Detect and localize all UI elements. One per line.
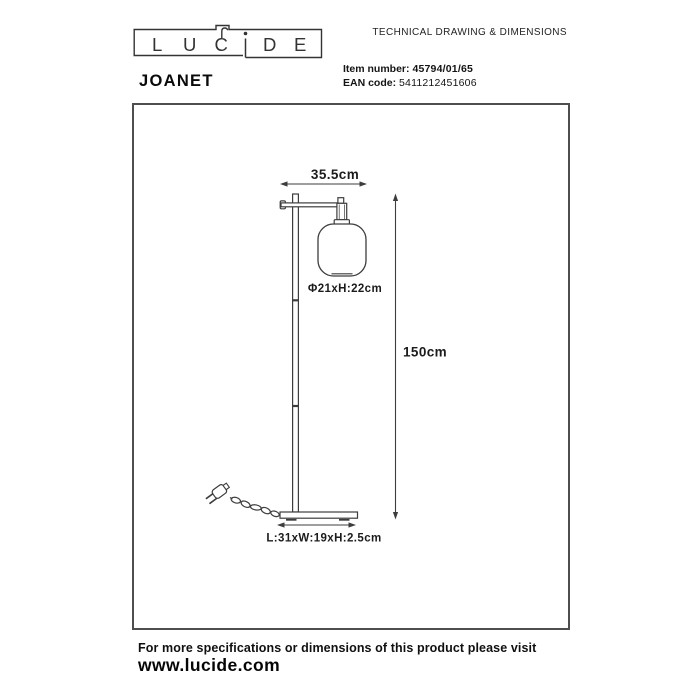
logo-letter: E <box>294 34 306 55</box>
lamp-base <box>279 511 359 519</box>
doc-title: TECHNICAL DRAWING & DIMENSIONS <box>372 27 567 38</box>
logo-letter: C <box>215 34 228 55</box>
power-plug-icon <box>205 482 231 505</box>
lamp-technical-drawing: 35.5cm 150cm <box>205 167 447 545</box>
logo-letter: L <box>152 34 162 55</box>
item-number-value: 45794/01/65 <box>412 63 474 75</box>
power-cord <box>229 496 280 518</box>
dimension-base-label: L:31xW:19xH:2.5cm <box>266 533 381 545</box>
dimension-shade-label: Φ21xH:22cm <box>308 283 382 295</box>
product-name: JOANET <box>139 72 214 90</box>
arrow-down-icon <box>392 512 399 520</box>
footer-note: For more specifications or dimensions of… <box>138 641 537 655</box>
dim-line-height <box>392 193 399 520</box>
lamp-pole <box>292 193 300 513</box>
lamp-shade <box>317 223 367 277</box>
product-codes: Item number: 45794/01/65 EAN code: 54112… <box>343 63 477 90</box>
website-url: www.lucide.com <box>138 655 281 675</box>
ean-value: 5411212451606 <box>399 76 477 89</box>
logo-letter: D <box>263 34 276 55</box>
dimension-width-label: 35.5cm <box>311 167 359 182</box>
lamp-socket <box>336 202 348 221</box>
ean-row: EAN code: 5411212451606 <box>343 77 477 91</box>
lucide-logo: L U C D E <box>133 24 323 59</box>
arrow-left-icon <box>280 181 288 187</box>
arrow-right-icon <box>359 181 367 187</box>
logo-letter: U <box>183 34 196 55</box>
lamp-arm <box>280 202 340 208</box>
dimension-height-label: 150cm <box>403 345 447 360</box>
logo-letter-i-dot <box>243 31 248 36</box>
dim-line-width <box>280 181 367 187</box>
arrow-right-icon <box>348 522 356 528</box>
arrow-left-icon <box>277 522 285 528</box>
logo-hook-icon <box>221 27 229 38</box>
arrow-up-icon <box>392 193 399 201</box>
drawing-box: 35.5cm 150cm <box>132 103 570 630</box>
lamp-socket-nipple <box>337 197 345 204</box>
ean-label: EAN code: <box>343 76 397 89</box>
logo-frame <box>133 24 323 59</box>
item-number-label: Item number: <box>343 63 410 75</box>
item-number-row: Item number: 45794/01/65 <box>343 63 477 77</box>
dim-line-base <box>277 522 356 528</box>
